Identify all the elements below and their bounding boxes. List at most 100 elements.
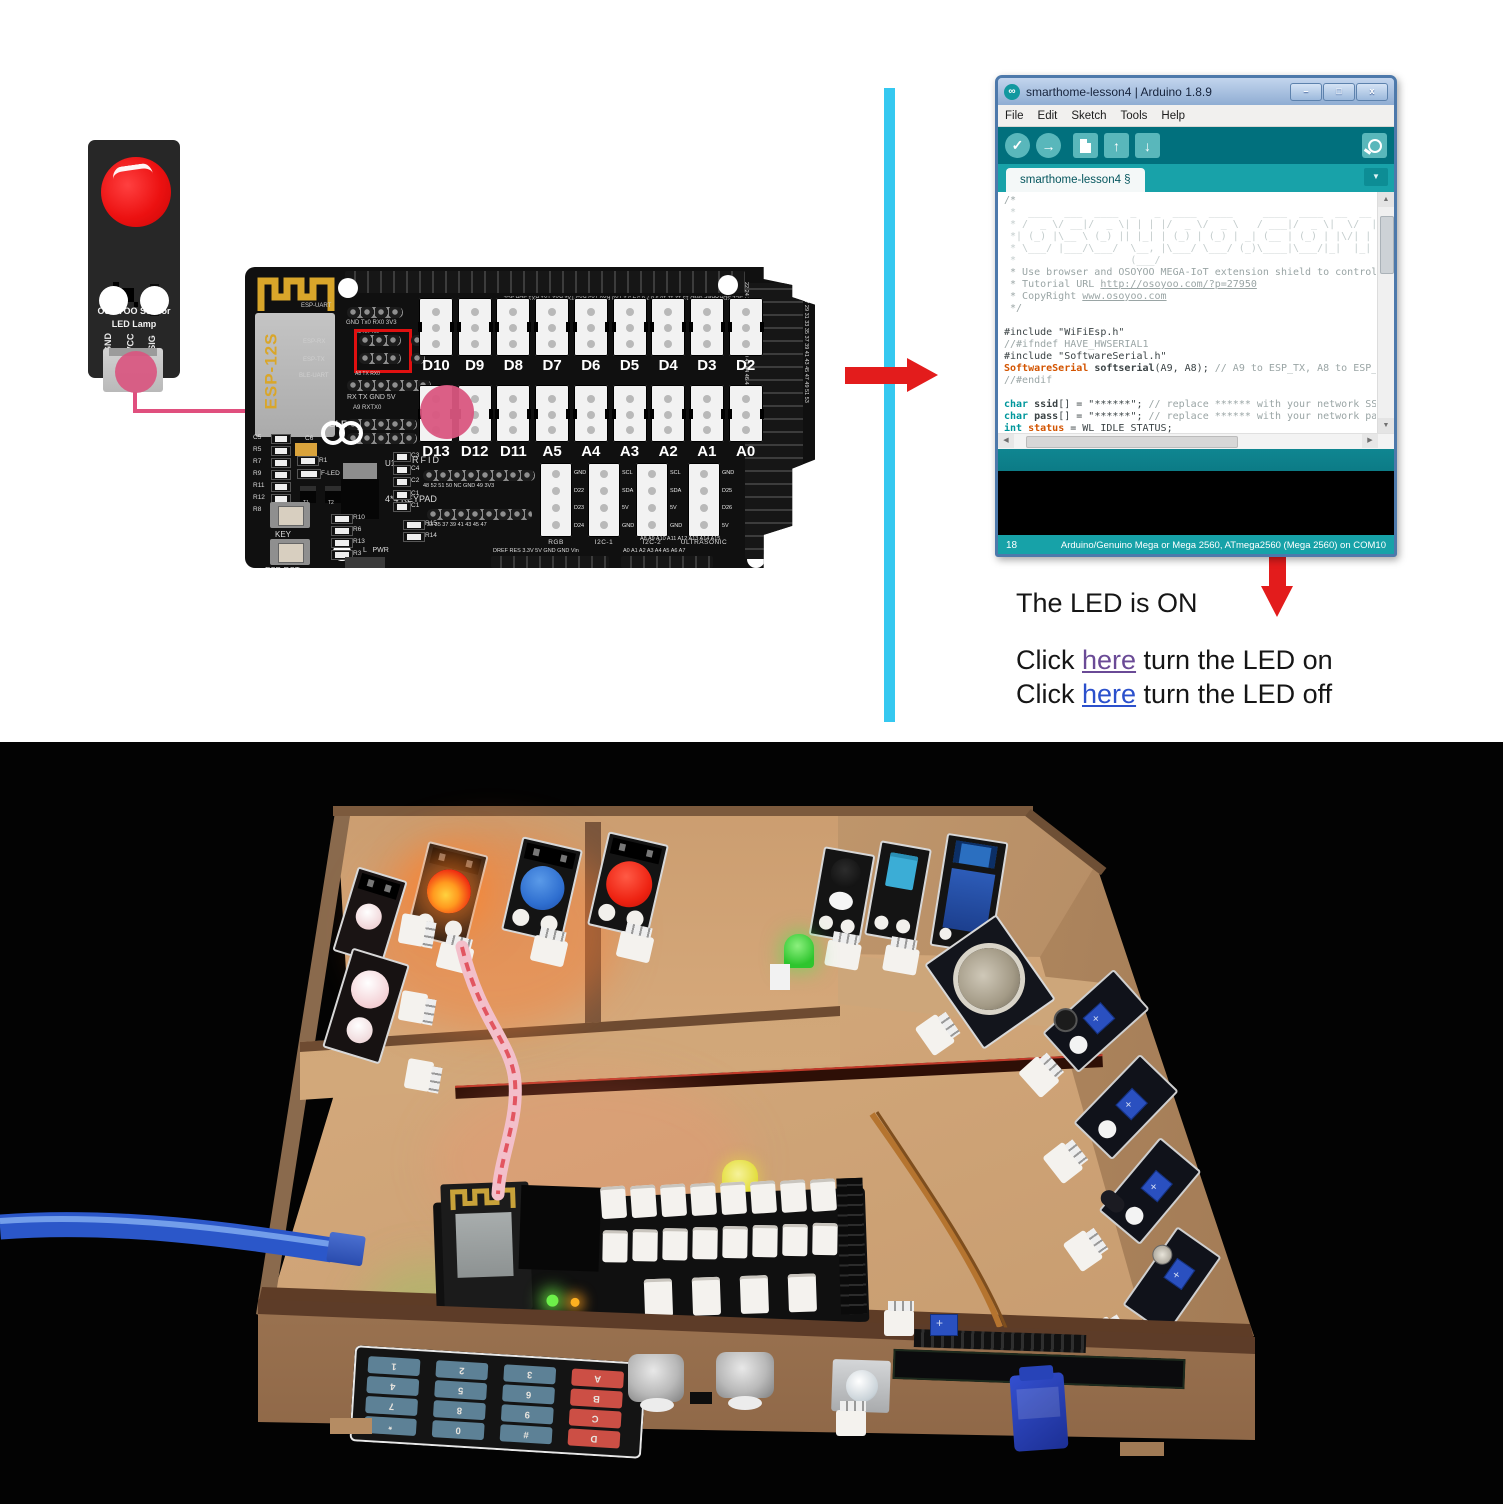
socket-label: D9 — [465, 357, 485, 374]
esp-rx-label: ESP-RX — [303, 339, 326, 345]
scroll-left-icon[interactable]: ◀ — [998, 434, 1014, 448]
keypad-key: 8 — [432, 1400, 486, 1421]
code-line: */ — [1004, 303, 1023, 314]
key-button — [270, 502, 310, 528]
capacitor-label: C2 — [411, 477, 420, 484]
jumper-highlight-box — [354, 329, 412, 373]
code-line: * (___/ — [1004, 255, 1161, 266]
code-line: *| (_) |\__ \ (_) || |_| | (_) | (_) | _… — [1004, 231, 1372, 242]
mount-hole — [99, 286, 128, 315]
toolbar: ✓ → ↑ ↓ — [998, 127, 1394, 164]
scroll-right-icon[interactable]: ▶ — [1362, 434, 1378, 448]
capacitor-label: C3 — [411, 452, 420, 459]
code-line: #include "WiFiEsp.h" — [1004, 327, 1125, 338]
title-bar[interactable]: ∞ smarthome-lesson4 | Arduino 1.8.9 – □ … — [998, 78, 1394, 105]
code-line: * \___/ |___/\___/ \__, |\___/ \___/ (_)… — [1004, 243, 1372, 254]
keypad-key: A — [571, 1368, 625, 1389]
green-led — [784, 934, 814, 968]
right-header-gnd: GND — [779, 557, 793, 563]
component-label: R5 — [253, 446, 262, 453]
code-editor[interactable]: /* * ____ ___ ____ _ _ ____ ____ ____ __… — [998, 192, 1394, 433]
esp-12s-module: ESP-12S — [255, 313, 335, 437]
keypad-key: 4 — [366, 1375, 420, 1397]
menu-help[interactable]: Help — [1161, 109, 1186, 122]
code-line: * CopyRight www.osoyoo.com — [1004, 291, 1167, 302]
component-label: R12 — [253, 494, 265, 501]
serial-monitor-button[interactable] — [1362, 133, 1387, 158]
close-button[interactable]: x — [1356, 82, 1388, 101]
horizontal-scrollbar[interactable]: ◀ ▶ — [998, 433, 1394, 449]
open-button[interactable]: ↑ — [1104, 133, 1129, 158]
menu-tools[interactable]: Tools — [1120, 109, 1148, 122]
led-status-text: The LED is ON — [1016, 588, 1198, 618]
usb-shell — [345, 557, 385, 568]
scrollbar-thumb[interactable] — [1380, 216, 1394, 274]
keypad-key: 6 — [502, 1384, 555, 1405]
esp-rst-label: ESP-RST — [265, 566, 300, 575]
socket-label: D10 — [422, 357, 450, 374]
io-socket — [727, 385, 764, 442]
keypad-key: 9 — [500, 1404, 554, 1425]
lcd-contrast-pot — [930, 1314, 958, 1336]
tab-menu-button[interactable]: ▼ — [1364, 168, 1388, 186]
code-line — [1004, 387, 1376, 399]
verify-button[interactable]: ✓ — [1005, 133, 1030, 158]
power-header — [491, 556, 609, 568]
vertical-scrollbar[interactable]: ▲ ▼ — [1377, 192, 1394, 433]
component-label: R8 — [253, 506, 262, 513]
socket-label: A2 — [658, 443, 678, 460]
cap-label: C6 — [305, 435, 314, 442]
new-sketch-button[interactable] — [1073, 133, 1098, 158]
f-led — [297, 469, 321, 479]
regulator-u1 — [343, 463, 377, 479]
console-output — [998, 471, 1394, 535]
transistor-t1 — [300, 486, 316, 503]
io-socket — [534, 298, 571, 356]
jumper-top-label: A8 RX Tx0 — [355, 329, 380, 335]
menu-edit[interactable]: Edit — [1037, 109, 1058, 122]
socket-label: A5 — [542, 443, 562, 460]
pwr-led-label: L PWR — [363, 547, 389, 554]
tab-smarthome-lesson4[interactable]: smarthome-lesson4 § — [1006, 168, 1145, 192]
capacitor-label: C1 — [411, 502, 420, 509]
ble-header3 — [347, 433, 417, 444]
led-off-instruction: Click here turn the LED off — [1016, 679, 1333, 709]
io-socket — [456, 298, 493, 356]
component-label: R11 — [253, 482, 265, 489]
led-off-link[interactable]: here — [1082, 679, 1137, 709]
status-line-number: 18 — [1006, 539, 1018, 551]
socket-label: A3 — [619, 443, 640, 460]
top-pin-header — [345, 271, 745, 293]
maximize-button[interactable]: □ — [1323, 82, 1355, 101]
keypad-key: 3 — [503, 1364, 557, 1385]
scroll-up-icon[interactable]: ▲ — [1378, 192, 1394, 207]
smd-component — [271, 470, 291, 480]
io-socket — [650, 385, 687, 442]
mount-hole — [338, 278, 358, 298]
r14 — [403, 532, 425, 542]
menu-sketch[interactable]: Sketch — [1071, 109, 1107, 122]
window-title: smarthome-lesson4 | Arduino 1.8.9 — [1026, 84, 1212, 99]
module-socket — [636, 463, 668, 537]
esp-tx-label: ESP-TX — [303, 357, 325, 363]
code-line: char pass[] = "******"; // replace *****… — [1004, 411, 1376, 422]
keypad-pin-numbers: 33 35 37 39 41 43 45 47 — [427, 522, 487, 528]
cables — [0, 940, 1008, 1329]
top-edge — [333, 806, 1033, 816]
io-socket — [534, 385, 571, 442]
socket-label: D2 — [736, 357, 756, 374]
scroll-down-icon[interactable]: ▼ — [1378, 418, 1394, 433]
led-lamp-module: OSOYOO Sensor LED Lamp GND VCC SIG — [88, 140, 180, 378]
minimize-button[interactable]: – — [1290, 82, 1322, 101]
ultrasonic-base — [640, 1398, 674, 1412]
side-pins — [411, 335, 425, 346]
hscrollbar-thumb[interactable] — [1026, 436, 1238, 448]
menu-file[interactable]: File — [1005, 109, 1024, 122]
capacitor — [393, 464, 411, 475]
upload-button[interactable]: → — [1036, 133, 1061, 158]
led-on-link[interactable]: here — [1082, 645, 1137, 675]
fled-label: F-LED — [321, 470, 340, 477]
save-button[interactable]: ↓ — [1135, 133, 1160, 158]
